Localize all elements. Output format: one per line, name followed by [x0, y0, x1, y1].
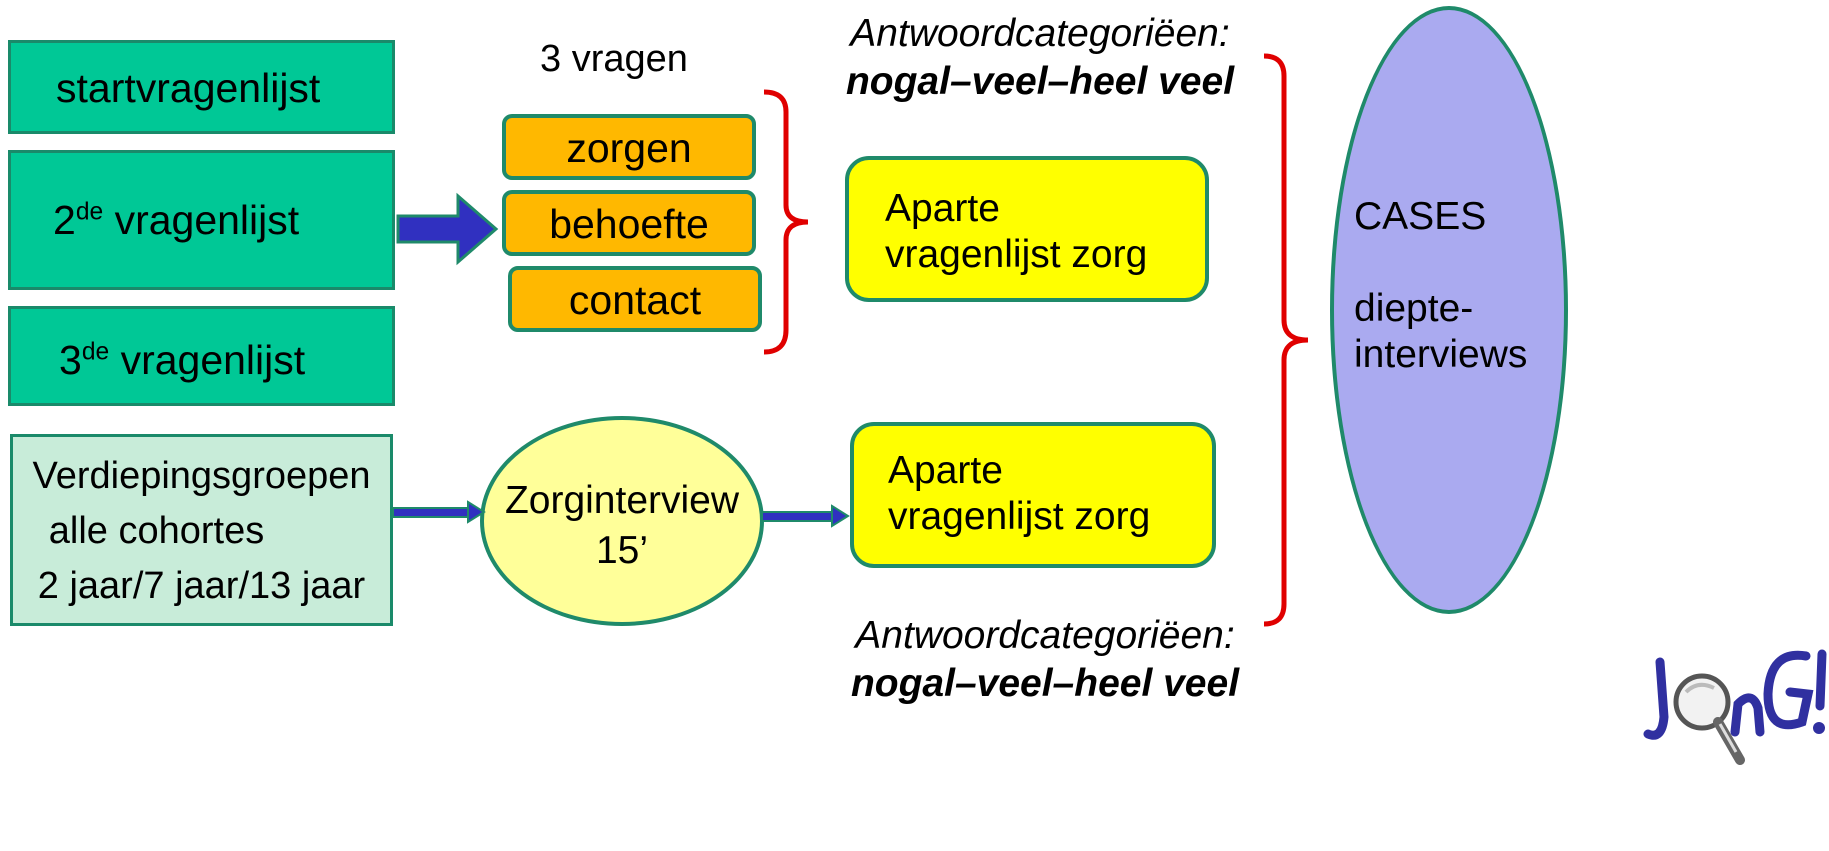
jong-logo-graphic	[1643, 649, 1827, 765]
aparte-vragenlijst-bottom: Aparte vragenlijst zorg	[850, 422, 1216, 568]
bracket-cases	[1263, 53, 1309, 627]
verdieping-line-1: Verdiepingsgroepen	[32, 455, 371, 497]
arrow-to-questions	[396, 192, 499, 266]
answer-categories-top: Antwoordcategoriëen: nogal–veel–heel vee…	[820, 10, 1260, 106]
cases-ellipse: CASES diepte- interviews	[1330, 6, 1568, 614]
zorginterview-label: Zorginterview	[504, 479, 740, 522]
third-vragenlijst-box: 3de vragenlijst	[8, 306, 395, 406]
verdiepingsgroepen-box: Verdiepingsgroepen alle cohortes 2 jaar/…	[10, 434, 393, 626]
third-sup: de	[81, 338, 110, 366]
aparte-vragenlijst-top: Aparte vragenlijst zorg	[845, 156, 1209, 302]
arrow-to-aparte-bottom	[761, 504, 850, 528]
aparte-top-line-1: Aparte	[885, 187, 1000, 230]
zorginterview-ellipse: Zorginterview 15’	[480, 416, 764, 626]
third-num: 3	[59, 337, 82, 383]
second-sup: de	[75, 198, 104, 226]
cases-title: CASES	[1354, 195, 1487, 238]
three-questions-header: 3 vragen	[540, 38, 688, 80]
answer-bottom-line-1: Antwoordcategoriëen:	[855, 614, 1235, 657]
verdieping-line-2: alle cohortes	[48, 510, 265, 552]
answer-top-line-2: nogal–veel–heel veel	[845, 60, 1235, 103]
arrow-to-interview	[392, 500, 486, 524]
second-num: 2	[53, 197, 76, 243]
question-contact: contact	[508, 266, 762, 332]
answer-top-line-1: Antwoordcategoriëen:	[850, 12, 1230, 55]
startvragenlijst-label: startvragenlijst	[56, 65, 321, 111]
aparte-bottom-line-2: vragenlijst zorg	[888, 495, 1151, 538]
second-text: vragenlijst	[103, 197, 300, 243]
cases-line-3: interviews	[1354, 333, 1528, 376]
cases-line-2: diepte-	[1354, 287, 1474, 330]
aparte-top-line-2: vragenlijst zorg	[885, 233, 1148, 276]
verdieping-line-3: 2 jaar/7 jaar/13 jaar	[37, 565, 366, 607]
aparte-bottom-line-1: Aparte	[888, 449, 1003, 492]
question-zorgen: zorgen	[502, 114, 756, 180]
answer-bottom-line-2: nogal–veel–heel veel	[850, 662, 1240, 705]
question-behoefte: behoefte	[502, 190, 756, 256]
third-vragenlijst-label: 3de vragenlijst	[59, 337, 305, 384]
second-vragenlijst-box: 2de vragenlijst	[8, 150, 395, 290]
answer-categories-bottom: Antwoordcategoriëen: nogal–veel–heel vee…	[825, 612, 1265, 708]
startvragenlijst-box: startvragenlijst	[8, 40, 395, 134]
bracket-questions	[763, 89, 809, 355]
second-vragenlijst-label: 2de vragenlijst	[53, 197, 299, 244]
jong-logo	[1640, 622, 1829, 772]
zorginterview-duration: 15’	[595, 529, 649, 572]
third-text: vragenlijst	[109, 337, 306, 383]
